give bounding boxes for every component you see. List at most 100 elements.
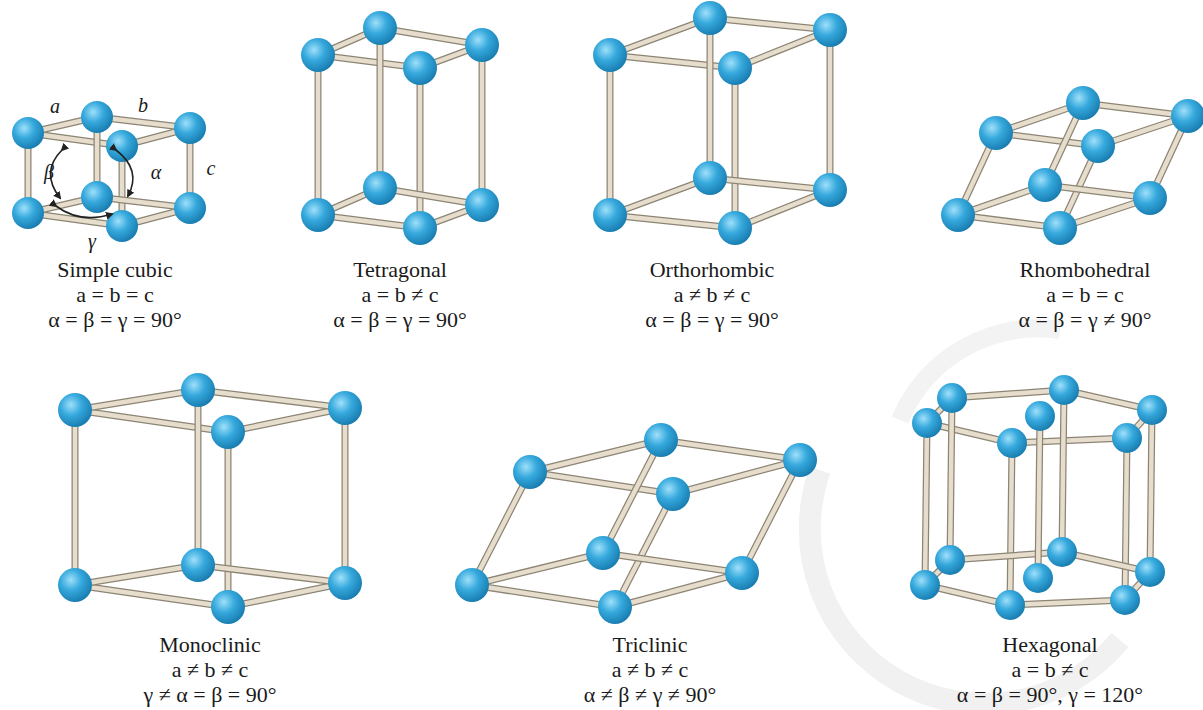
atom-sphere — [644, 423, 678, 457]
rod — [673, 460, 800, 494]
rod — [1010, 600, 1125, 605]
atom-sphere — [935, 545, 965, 575]
lattice-parameters: γ ≠ α = β = 90° — [143, 682, 276, 707]
lattice-name: Monoclinic — [159, 632, 260, 657]
rod — [316, 55, 321, 215]
atom-sphere — [593, 38, 627, 72]
lattice-parameters: α = β = γ = 90° — [48, 307, 181, 332]
rod-outline — [615, 573, 742, 607]
lattice-parameters: a ≠ b ≠ c — [612, 657, 689, 682]
rod-outline — [72, 410, 79, 585]
atom-sphere — [301, 38, 335, 72]
rod-outline — [75, 585, 228, 607]
atom-sphere — [718, 51, 752, 85]
atom-sphere — [1049, 375, 1079, 405]
rod — [710, 18, 830, 30]
rod — [661, 440, 800, 460]
atom-sphere — [301, 198, 335, 232]
rod-outline — [315, 55, 322, 215]
atom-sphere — [12, 117, 44, 149]
rod — [472, 585, 615, 607]
rod — [742, 460, 800, 573]
atom-sphere — [328, 391, 362, 425]
rod — [603, 440, 661, 553]
atom-sphere — [912, 408, 942, 438]
lattice-name: Simple cubic — [57, 257, 172, 282]
rod-outline — [198, 565, 345, 583]
rod-outline — [607, 55, 614, 215]
atom-sphere — [1066, 86, 1100, 120]
lattice-parameters: α = β = γ = 90° — [645, 307, 778, 332]
atom-sphere — [1043, 211, 1077, 245]
atom-sphere — [81, 181, 113, 213]
atom-sphere — [455, 568, 489, 602]
rod-outline — [195, 390, 202, 565]
axis-symbol: c — [207, 158, 216, 178]
axis-symbol: γ — [88, 231, 96, 251]
rod-outline — [472, 585, 615, 607]
atom-sphere — [1171, 99, 1203, 133]
lattice-parameters: α = β = 90°, γ = 120° — [957, 682, 1143, 707]
atom-sphere — [403, 51, 437, 85]
rod-outline — [710, 18, 830, 30]
atom-sphere — [813, 13, 847, 47]
atom-sphere — [725, 556, 759, 590]
rod — [75, 565, 198, 585]
atom-sphere — [58, 568, 92, 602]
atom-sphere — [1025, 401, 1055, 431]
axis-symbol: b — [138, 95, 148, 115]
atom-sphere — [403, 211, 437, 245]
rod — [952, 390, 1064, 398]
atom-sphere — [81, 101, 113, 133]
atom-sphere — [1133, 181, 1167, 215]
rod-outline — [950, 398, 952, 560]
rod-outline — [479, 45, 486, 205]
rod-outline — [342, 408, 349, 583]
rod-outline — [673, 460, 800, 494]
rod — [480, 45, 485, 205]
watermark-arc — [810, 470, 1120, 704]
rod-outline — [1010, 600, 1125, 605]
rod-outline — [710, 178, 830, 190]
rod-outline — [530, 440, 661, 472]
rod — [75, 585, 228, 607]
lattice-parameters: a = b ≠ c — [361, 282, 438, 307]
atom-sphere — [910, 570, 940, 600]
rod-outline — [472, 553, 603, 585]
rod — [1012, 438, 1127, 443]
rod-outline — [472, 472, 530, 585]
rod-outline — [228, 583, 345, 607]
atom-sphere — [598, 590, 632, 624]
axis-symbol: a — [50, 96, 60, 116]
rod-outline — [610, 215, 735, 228]
rod-outline — [925, 423, 927, 585]
rod — [228, 583, 345, 607]
rod — [950, 552, 1062, 560]
atom-sphere — [1081, 129, 1115, 163]
lattice-parameters: α ≠ β ≠ γ ≠ 90° — [584, 682, 716, 707]
rod-outline — [75, 390, 198, 410]
atom-sphere — [718, 211, 752, 245]
rod — [710, 178, 830, 190]
rod-outline — [377, 28, 384, 188]
rod — [708, 18, 713, 178]
atom-sphere — [181, 548, 215, 582]
rod — [950, 398, 952, 560]
rod — [608, 55, 613, 215]
rod-outline — [1038, 416, 1040, 578]
rod-outline — [1062, 390, 1064, 552]
rod — [228, 408, 345, 432]
lattice-parameters: a = b = c — [1046, 282, 1123, 307]
lattice-parameters: α = β = γ = 90° — [333, 307, 466, 332]
lattice-parameters: a = b = c — [76, 282, 153, 307]
rod — [198, 390, 345, 408]
rod — [343, 408, 348, 583]
rod-outline — [530, 472, 673, 494]
angle-arrows — [50, 150, 132, 218]
atom-sphere — [979, 116, 1013, 150]
rod — [603, 553, 742, 573]
atom-sphere — [997, 428, 1027, 458]
rod-outline — [950, 552, 1062, 560]
